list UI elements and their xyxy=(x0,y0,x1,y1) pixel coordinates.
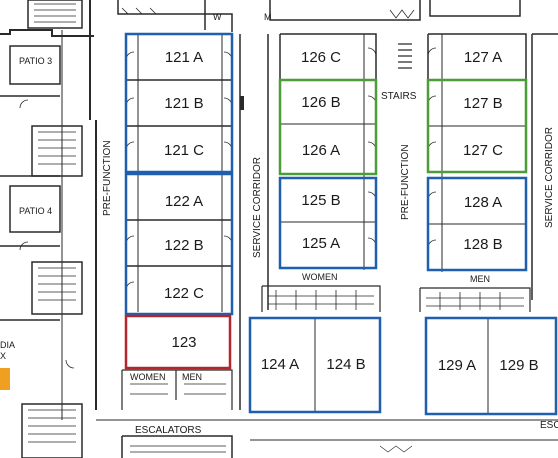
room-group-121-outline xyxy=(124,32,234,174)
room-126c-label[interactable]: 126 C xyxy=(301,49,341,66)
top-edge: W M xyxy=(117,0,521,32)
escalators-label: ESCALATORS xyxy=(135,425,202,436)
restrooms-right: MEN xyxy=(419,274,531,312)
room-127c-label[interactable]: 127 C xyxy=(463,142,503,159)
room-126a-label[interactable]: 126 A xyxy=(302,142,340,159)
column-121-123: 121 A 121 B 121 C 122 A 122 B 122 C 123 … xyxy=(102,32,244,370)
service-corridor-right: SERVICE CORRIDOR xyxy=(531,33,558,300)
room-128b-label[interactable]: 128 B xyxy=(463,236,502,253)
men-restroom-right-label: MEN xyxy=(470,274,490,284)
room-127b-label[interactable]: 127 B xyxy=(463,95,502,112)
column-127-128: 127 A 127 B 127 C 128 A 128 B PRE-FUNCTI… xyxy=(400,33,528,272)
partial-label-esc: ESC xyxy=(540,420,558,431)
room-124a-label[interactable]: 124 A xyxy=(261,356,299,373)
top-w-label: W xyxy=(213,12,222,22)
service-corridor-right-label: SERVICE CORRIDOR xyxy=(544,127,555,228)
room-129b-label[interactable]: 129 B xyxy=(499,357,538,374)
room-122b-label[interactable]: 122 B xyxy=(164,237,203,254)
room-group-125-outline xyxy=(278,176,378,270)
room-123-label[interactable]: 123 xyxy=(171,334,196,351)
women-restroom-middle-label: WOMEN xyxy=(302,272,338,282)
room-group-128-outline xyxy=(426,176,528,272)
room-128a-label[interactable]: 128 A xyxy=(464,194,502,211)
service-corridor-left-label: SERVICE CORRIDOR xyxy=(252,157,263,258)
restrooms-left: WOMEN MEN xyxy=(121,369,233,410)
room-group-124-outline xyxy=(248,316,382,414)
men-restroom-left-label: MEN xyxy=(182,372,202,382)
partial-label-dia: DIA xyxy=(0,340,15,350)
room-125a-label[interactable]: 125 A xyxy=(302,235,340,252)
room-group-129: 129 A 129 B ESC xyxy=(424,316,558,431)
room-group-124: 124 A 124 B xyxy=(248,316,382,414)
room-121c-label[interactable]: 121 C xyxy=(164,142,204,159)
top-m-label: M xyxy=(264,12,272,22)
room-121b-label[interactable]: 121 B xyxy=(164,95,203,112)
room-124b-label[interactable]: 124 B xyxy=(326,356,365,373)
patio-3-label: PATIO 3 xyxy=(19,56,52,66)
room-group-126-outline xyxy=(278,78,378,176)
room-125b-label[interactable]: 125 B xyxy=(301,192,340,209)
column-125-126: 126 C 126 B 126 A 125 B 125 A xyxy=(278,33,378,270)
escalators-area: ESCALATORS xyxy=(96,419,558,458)
service-corridor-left: SERVICE CORRIDOR xyxy=(239,34,269,410)
room-group-122-outline xyxy=(124,172,234,316)
room-129a-label[interactable]: 129 A xyxy=(438,357,476,374)
room-121a-label[interactable]: 121 A xyxy=(165,49,203,66)
room-123-outline xyxy=(124,314,232,370)
room-127a-label[interactable]: 127 A xyxy=(464,49,502,66)
left-wing: PATIO 3 PATIO 4 DIA X xyxy=(0,0,97,458)
room-122c-label[interactable]: 122 C xyxy=(164,285,204,302)
women-restroom-left-label: WOMEN xyxy=(130,372,166,382)
restrooms-middle: WOMEN xyxy=(261,272,381,312)
room-group-129-outline xyxy=(424,316,558,416)
prefunction-left-label: PRE-FUNCTION xyxy=(102,140,113,216)
exhibit-marker xyxy=(0,368,10,390)
patio-4-label: PATIO 4 xyxy=(19,206,52,216)
prefunction-right-label: PRE-FUNCTION xyxy=(400,144,411,220)
partial-label-x: X xyxy=(0,351,6,361)
room-group-127-outline xyxy=(426,78,528,174)
room-122a-label[interactable]: 122 A xyxy=(165,193,203,210)
room-126b-label[interactable]: 126 B xyxy=(301,94,340,111)
stairs-label: STAIRS xyxy=(381,91,417,102)
stairs-area: STAIRS xyxy=(381,43,417,102)
